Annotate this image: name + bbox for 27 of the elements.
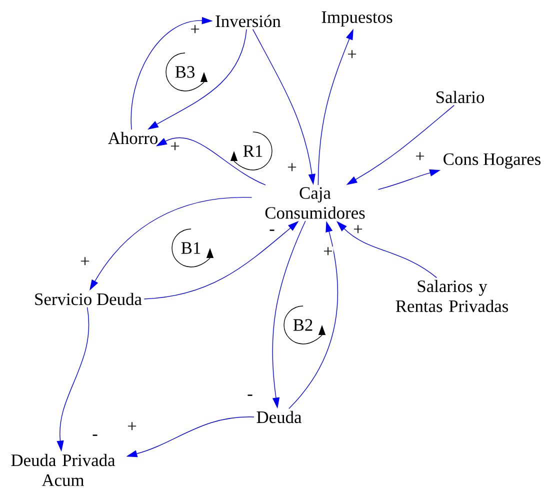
variable-label: Caja Consumidores — [265, 187, 365, 219]
loop-label: B2 — [293, 319, 312, 331]
loop-label: B3 — [175, 66, 194, 78]
variable-label: Salarios y Rentas Privadas — [396, 280, 508, 312]
polarity-sign: + — [352, 224, 364, 236]
polarity-sign: + — [80, 256, 90, 268]
loop-label: R1 — [243, 145, 262, 157]
variable-label: Servicio Deuda — [35, 292, 142, 306]
polarity-sign: + — [170, 142, 180, 152]
variable-label: Deuda — [256, 410, 302, 424]
polarity-sign: + — [126, 422, 138, 432]
loop-label: B1 — [181, 242, 200, 254]
polarity-sign: + — [322, 246, 334, 258]
variable-label: Ahorro — [108, 132, 158, 144]
variable-label: Deuda Privada Acum — [11, 454, 116, 486]
polarity-sign: - — [92, 434, 98, 440]
variable-label: Impuestos — [322, 11, 392, 27]
polarity-sign: + — [414, 152, 426, 162]
polarity-sign: + — [190, 24, 200, 36]
variable-label: Cons Hogares — [444, 153, 541, 169]
variable-label: Salario — [436, 90, 484, 104]
polarity-sign: - — [246, 394, 254, 400]
polarity-sign: + — [286, 162, 298, 174]
polarity-sign: + — [346, 50, 358, 60]
arrow — [336, 221, 437, 278]
variable-label: Inversión — [216, 14, 281, 28]
polarity-sign: - — [268, 229, 276, 235]
